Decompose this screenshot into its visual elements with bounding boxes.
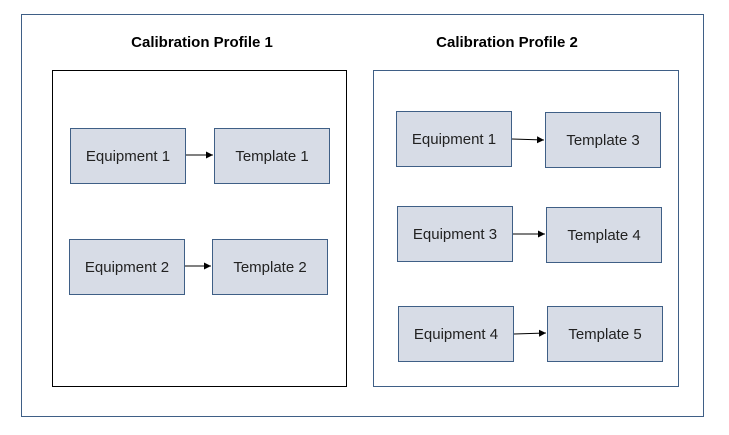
profile-1-equipment-1-box: Equipment 1 — [70, 128, 186, 184]
profile-1-title: Calibration Profile 1 — [131, 34, 273, 51]
profile-2-template-3-box: Template 3 — [545, 112, 661, 168]
profile-1-equipment-2-box: Equipment 2 — [69, 239, 185, 295]
profile-2-template-5-box: Template 5 — [547, 306, 663, 362]
profile-2-equipment-1-box: Equipment 1 — [396, 111, 512, 167]
profile-1-template-1-box: Template 1 — [214, 128, 330, 184]
profile-2-equipment-3-box: Equipment 3 — [397, 206, 513, 262]
profile-2-equipment-4-box: Equipment 4 — [398, 306, 514, 362]
profile-1-template-2-box: Template 2 — [212, 239, 328, 295]
profile-1-panel — [52, 70, 347, 387]
profile-2-template-4-box: Template 4 — [546, 207, 662, 263]
profile-2-title: Calibration Profile 2 — [436, 34, 578, 51]
